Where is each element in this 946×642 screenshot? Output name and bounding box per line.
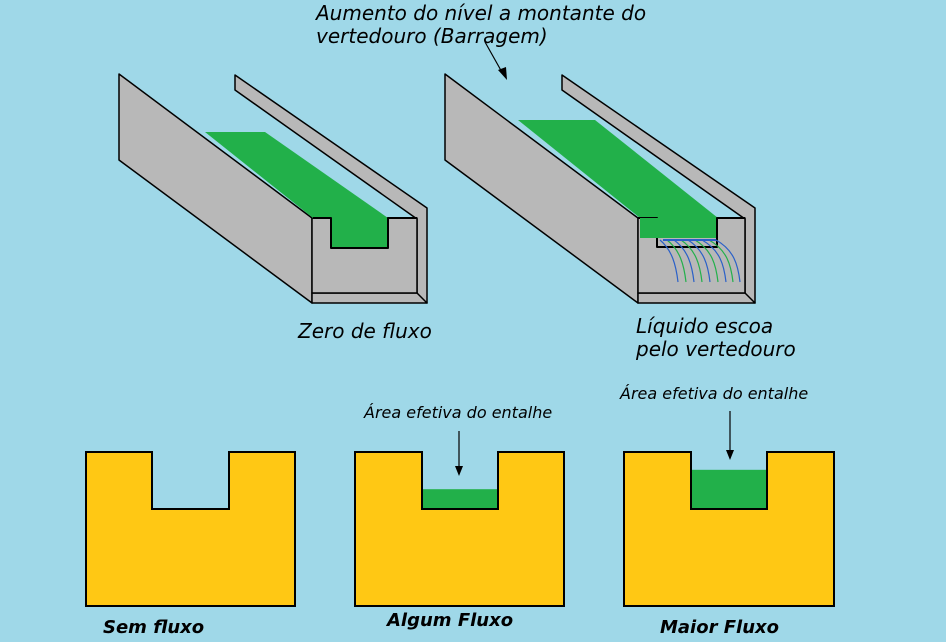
notch-mid-caption: Algum Fluxo <box>385 610 513 631</box>
notch-right-caption: Maior Fluxo <box>660 617 779 638</box>
plate-more-flow-water <box>692 469 766 508</box>
notch-plate-some-flow <box>354 431 565 607</box>
notch-mid-arrow <box>455 431 463 476</box>
channel-right-nappe <box>659 239 741 283</box>
channel-left-notch-water <box>332 218 387 247</box>
notch-plate-no-flow <box>85 451 296 607</box>
channel-right-water-surface <box>518 120 718 218</box>
top-annotation-line1: Aumento do nível a montante do <box>314 1 646 25</box>
channel-with-flow <box>444 73 756 304</box>
top-annotation-arrow <box>484 41 507 80</box>
notch-left-caption: Sem fluxo <box>103 617 204 638</box>
notch-right-arrow <box>726 411 734 460</box>
plate-no-flow-shape <box>85 451 296 607</box>
channel-left-notch-outline <box>313 217 417 249</box>
plate-some-flow-water <box>423 489 497 508</box>
notch-plate-more-flow <box>623 411 835 607</box>
top-annotation-line2: vertedouro (Barragem) <box>316 24 548 48</box>
channel-left-floor <box>311 292 428 304</box>
channel-right-floor <box>637 292 756 304</box>
plate-more-flow-shape <box>623 451 835 607</box>
channel-right-caption-line2: pelo vertedouro <box>635 337 796 361</box>
channel-right-caption-line1: Líquido escoa <box>636 314 773 338</box>
channel-left-water-surface <box>205 132 388 218</box>
channel-left-caption: Zero de fluxo <box>297 319 432 343</box>
channel-right-notch-water <box>640 218 716 238</box>
plate-some-flow-shape <box>354 451 565 607</box>
channel-zero-flow <box>118 73 428 304</box>
notch-right-annotation: Área efetiva do entalhe <box>619 384 808 403</box>
notch-mid-annotation: Área efetiva do entalhe <box>363 403 552 422</box>
